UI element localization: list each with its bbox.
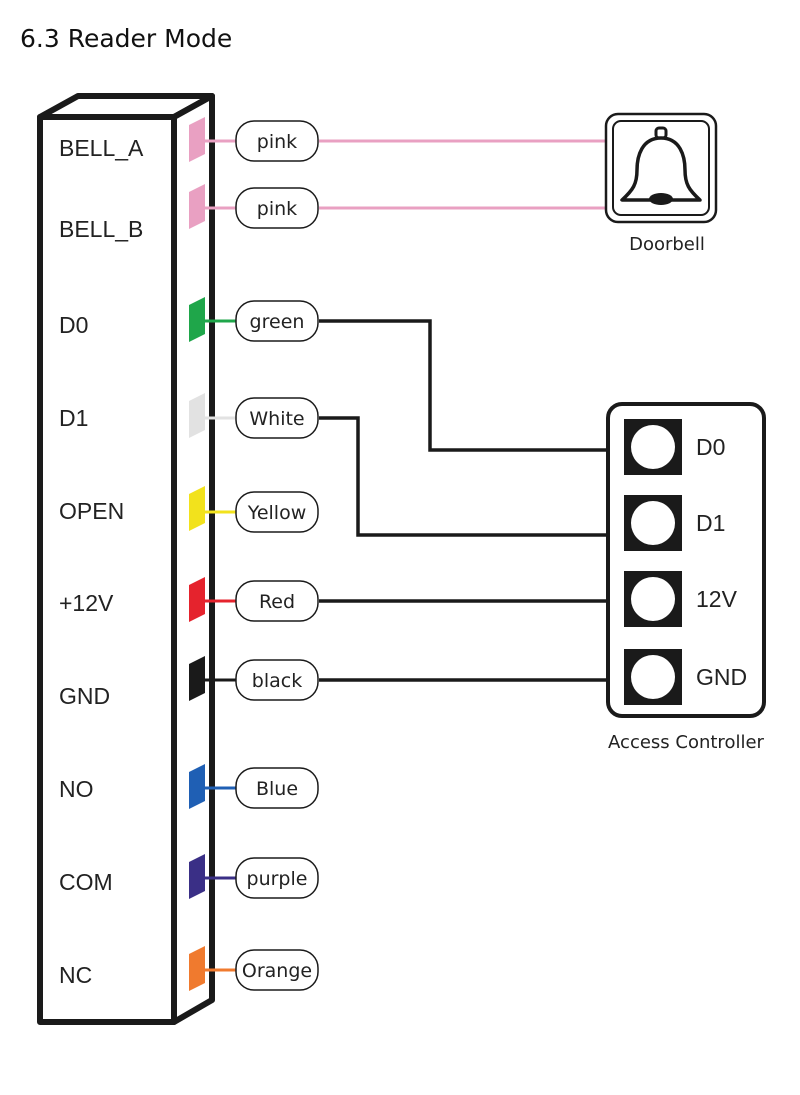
wire-color-label: pink (257, 198, 297, 220)
terminal-label: GND (59, 683, 110, 709)
terminal-label: +12V (59, 590, 114, 616)
terminal-row: D0 green (59, 297, 319, 342)
terminal-row: D1 White (59, 393, 319, 439)
wire-color-pill (235, 300, 319, 342)
wire-color-label: purple (247, 868, 308, 890)
terminal-row: COM purple (59, 854, 319, 899)
terminal-row: NC Orange (59, 946, 319, 991)
wire-color-label: pink (257, 131, 297, 153)
controller-port: GND (624, 649, 747, 705)
port-screw (631, 577, 675, 621)
terminal-row: BELL_B pink (59, 184, 319, 242)
terminal-connector (189, 764, 205, 809)
doorbell-caption: Doorbell (629, 234, 705, 255)
wire-color-pill (235, 857, 319, 899)
controller-port: D0 (624, 419, 725, 475)
terminal-connector (189, 656, 205, 701)
d1-wire (319, 416, 610, 537)
wire-color-label: Yellow (247, 502, 307, 524)
port-label: D1 (696, 510, 725, 536)
doorbell-wires (319, 139, 608, 210)
terminal-label: NC (59, 962, 92, 988)
wire-color-label: Red (259, 591, 295, 613)
bell-icon (620, 126, 702, 205)
terminal-connector (189, 117, 205, 162)
terminal-row: OPEN Yellow (59, 486, 319, 533)
terminal-label: COM (59, 869, 113, 895)
port-screw (631, 501, 675, 545)
terminal-connector (189, 854, 205, 899)
wire-color-label: black (252, 670, 302, 692)
wire-color-pill (235, 120, 319, 162)
terminal-label: OPEN (59, 498, 124, 524)
terminal-connector (189, 184, 205, 229)
wire-color-label: Orange (242, 960, 312, 982)
controller-port: D1 (624, 495, 725, 551)
wire-color-label: green (250, 311, 305, 333)
terminal-label: BELL_A (59, 135, 144, 161)
wire-color-pill (235, 767, 319, 809)
terminal-row: +12V Red (59, 577, 319, 622)
wire-color-pill (235, 659, 319, 701)
terminal-row: BELL_A pink (59, 117, 319, 162)
port-label: D0 (696, 434, 725, 460)
terminal-row: GND black (59, 656, 319, 709)
terminal-row: NO Blue (59, 764, 319, 809)
port-screw (631, 425, 675, 469)
wire-color-pill (235, 187, 319, 229)
wire-color-label: White (249, 408, 304, 430)
port-screw (631, 655, 675, 699)
terminal-label: D0 (59, 312, 88, 338)
wire-color-label: Blue (256, 778, 298, 800)
wire-color-pill (235, 580, 319, 622)
terminal-label: NO (59, 776, 94, 802)
terminal-connector (189, 297, 205, 342)
terminal-connector (189, 577, 205, 622)
access-controller-caption: Access Controller (608, 732, 764, 753)
terminal-label: D1 (59, 405, 88, 431)
d0-wire (319, 319, 610, 452)
wire-color-pill (235, 397, 319, 439)
reader-body (37, 93, 215, 1025)
terminal-connector (189, 393, 205, 438)
port-label: 12V (696, 586, 738, 612)
wire-color-pill (235, 949, 319, 991)
doorbell: Doorbell (604, 112, 718, 255)
terminal-connector (189, 486, 205, 531)
controller-port: 12V (624, 571, 738, 627)
port-label: GND (696, 664, 747, 690)
controller-wires (319, 319, 610, 682)
page-title: 6.3 Reader Mode (20, 24, 233, 53)
terminal-label: BELL_B (59, 216, 143, 242)
terminal-connector (189, 946, 205, 991)
wire-color-pill (235, 491, 319, 533)
